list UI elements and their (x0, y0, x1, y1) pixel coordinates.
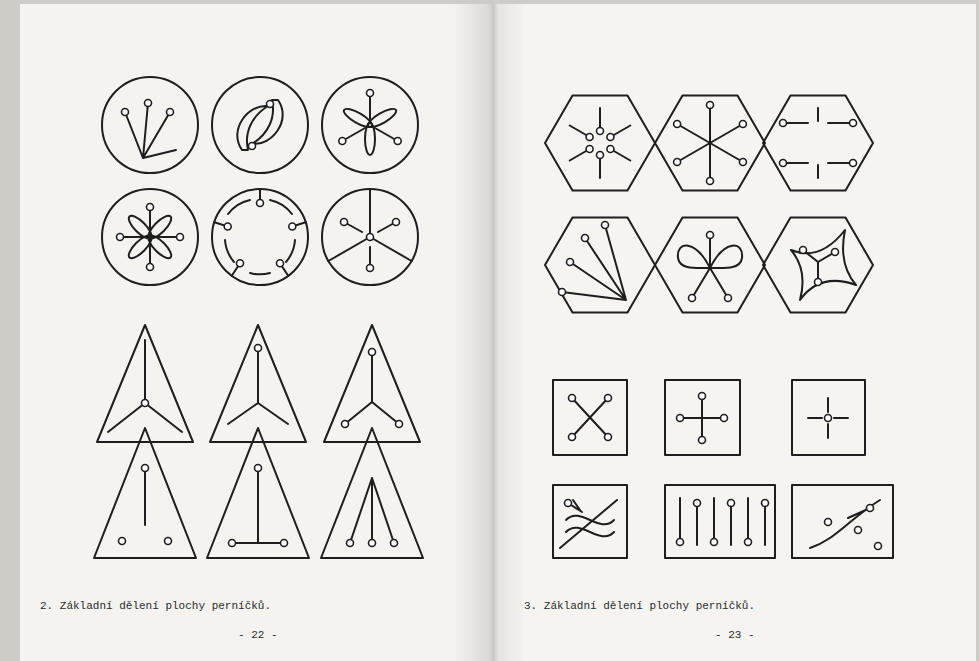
figure-caption: 2. Základní dělení plochy perníčků. (40, 600, 271, 612)
page-number: - 23 - (715, 629, 755, 641)
figure-caption: 3. Základní dělení plochy perníčků. (524, 600, 755, 612)
page-number: - 22 - (238, 629, 278, 641)
